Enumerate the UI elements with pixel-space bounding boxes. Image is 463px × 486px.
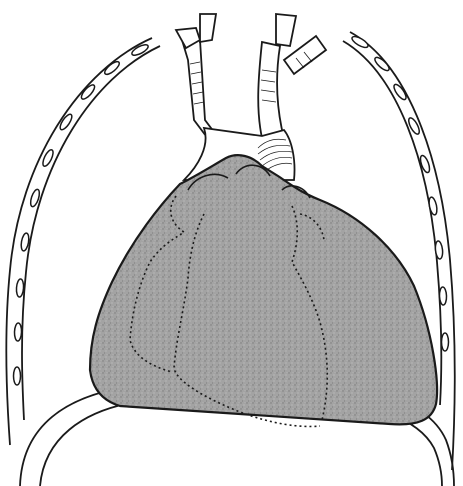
left-branch-2 bbox=[200, 14, 216, 42]
heart-shadow bbox=[90, 155, 437, 424]
brachiocephalic-branch bbox=[276, 14, 296, 46]
great-vessels bbox=[176, 14, 326, 146]
left-vessel bbox=[182, 40, 214, 136]
